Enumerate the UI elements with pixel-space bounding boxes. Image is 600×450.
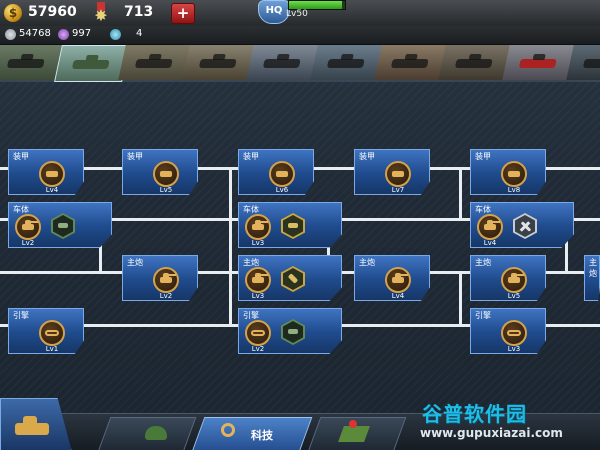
main-gun-upgrade-icon <box>281 266 305 292</box>
main-gun-icon <box>153 267 179 293</box>
officer-cap-icon <box>145 426 167 440</box>
engine-icon <box>245 320 271 346</box>
engine-icon <box>501 320 527 346</box>
hq-badge[interactable]: HQ <box>258 0 290 24</box>
chassis-icon <box>477 214 503 240</box>
tech-node-chassis-lv4[interactable]: 车体 Lv4 <box>470 202 574 248</box>
chassis-upgrade-icon <box>51 213 75 239</box>
map-pin-icon <box>349 420 357 428</box>
gear-icon <box>5 29 16 40</box>
tech-node-maingun-next[interactable]: 主炮 <box>584 255 600 301</box>
tech-node-engine-lv3[interactable]: 引擎 Lv3 <box>470 308 546 354</box>
unit-category-strip <box>0 45 600 82</box>
tech-node-armor-lv8[interactable]: 装甲 Lv8 <box>470 149 546 195</box>
medal-amount: 713 <box>124 4 154 20</box>
armor-icon <box>153 161 179 187</box>
engine-upgrade-icon <box>281 319 305 345</box>
main-gun-icon <box>385 267 411 293</box>
chassis-icon <box>245 214 271 240</box>
main-gun-icon <box>245 267 271 293</box>
medal-icon: ✸ <box>92 2 110 24</box>
tech-node-armor-lv6[interactable]: 装甲 Lv6 <box>238 149 314 195</box>
tab-commander[interactable] <box>97 417 197 450</box>
tech-node-maingun-lv2[interactable]: 主炮 Lv2 <box>122 255 198 301</box>
tech-node-chassis-lv2[interactable]: 车体 Lv2 <box>8 202 112 248</box>
watermark-title: 谷普软件园 <box>422 402 527 426</box>
top-hud: $ 57960 ✸ 713 + HQ Lv50 <box>0 0 600 27</box>
add-currency-button[interactable]: + <box>171 3 195 24</box>
tech-node-maingun-lv5[interactable]: 主炮 Lv5 <box>470 255 546 301</box>
token-icon <box>110 29 121 40</box>
resource-bar: 54768 997 4 <box>0 26 600 45</box>
hq-progress-bar <box>288 0 346 10</box>
armor-icon <box>269 161 295 187</box>
engine-icon <box>39 320 65 346</box>
gem-icon <box>58 29 69 40</box>
watermark: 谷普软件园 www.gupuxiazai.com <box>418 398 600 450</box>
tab-tech-label: 科技 <box>251 429 273 442</box>
chassis-icon <box>15 214 41 240</box>
home-tank-button[interactable] <box>0 398 72 450</box>
tech-node-chassis-lv3[interactable]: 车体 Lv3 <box>238 202 342 248</box>
tech-node-engine-lv2[interactable]: 引擎 Lv2 <box>238 308 342 354</box>
gold-amount: 57960 <box>28 4 77 20</box>
armor-icon <box>501 161 527 187</box>
wrench-hammer-icon <box>513 213 537 239</box>
magnifier-icon <box>221 423 235 437</box>
armor-icon <box>385 161 411 187</box>
tank-icon <box>15 416 49 435</box>
tech-node-maingun-lv3[interactable]: 主炮 Lv3 <box>238 255 342 301</box>
resource3-amount: 4 <box>136 28 143 39</box>
watermark-url: www.gupuxiazai.com <box>420 426 563 440</box>
map-icon <box>338 426 370 442</box>
armor-icon <box>39 161 65 187</box>
tech-node-armor-lv7[interactable]: 装甲 Lv7 <box>354 149 430 195</box>
resource1-amount: 54768 <box>19 28 51 39</box>
gold-coin-icon: $ <box>4 4 22 22</box>
tab-tech[interactable]: 科技 <box>191 417 313 450</box>
tab-map[interactable] <box>307 417 407 450</box>
chassis-upgrade-icon <box>281 213 305 239</box>
main-gun-icon <box>501 267 527 293</box>
tech-node-armor-lv5[interactable]: 装甲 Lv5 <box>122 149 198 195</box>
tech-node-maingun-lv4[interactable]: 主炮 Lv4 <box>354 255 430 301</box>
resource2-amount: 997 <box>72 28 92 39</box>
tech-node-engine-lv1[interactable]: 引擎 Lv1 <box>8 308 84 354</box>
tech-node-armor-lv4[interactable]: 装甲 Lv4 <box>8 149 84 195</box>
hq-level: Lv50 <box>286 9 308 19</box>
